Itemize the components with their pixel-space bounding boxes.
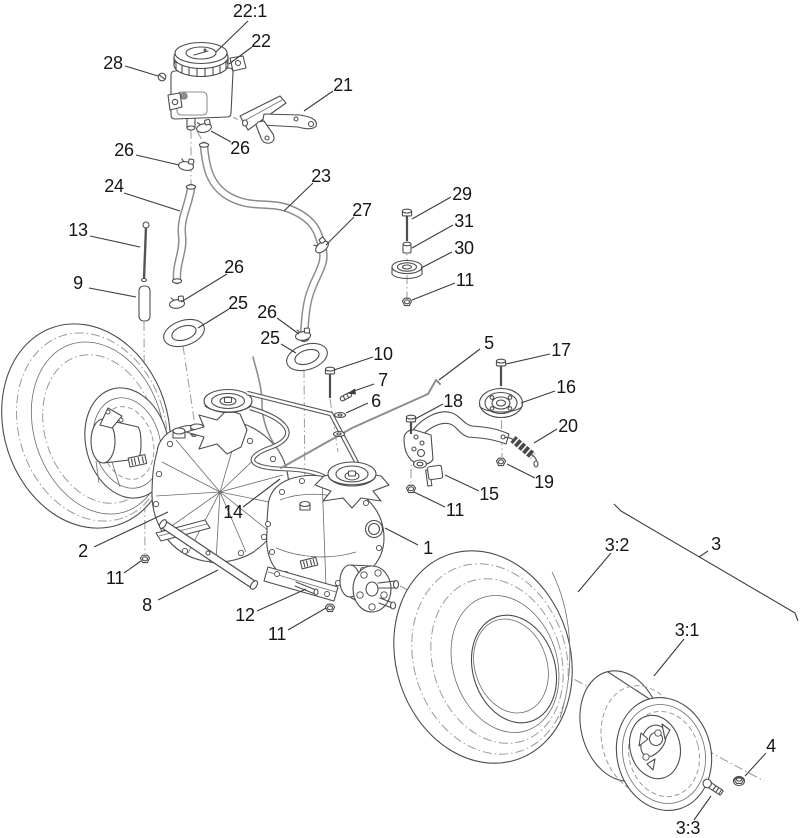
callout-21: 21 [333,75,353,95]
callout-23: 23 [311,166,331,186]
screw-28 [157,72,167,82]
callout-19: 19 [534,472,554,492]
reservoir-tank [167,55,247,131]
callout-11-c: 11 [445,500,465,520]
callout-1: 1 [423,538,433,558]
leader-lines [88,20,767,821]
grommet-25-a [159,314,209,352]
valve-stem [702,778,724,796]
callout-3-1: 3:1 [674,620,700,640]
callout-11-b: 11 [267,624,287,644]
left-wheel [1,323,171,529]
nut-11-d [401,297,413,307]
callout-10: 10 [373,344,393,364]
bracket-21 [239,95,317,144]
callout-3-3: 3:3 [675,818,701,838]
idler-arm-15 [403,411,510,487]
callout-25-a: 25 [228,293,248,313]
pulley-stack-30 [391,208,423,280]
callout-30: 30 [454,238,474,258]
hose-24 [171,183,197,285]
washers-6 [332,411,347,438]
clamp-26-c [168,295,186,310]
callout-14: 14 [223,502,243,522]
callout-4: 4 [766,736,776,756]
group-bracket-3 [613,503,799,622]
callout-20: 20 [558,416,578,436]
bracket-12 [263,566,339,602]
callout-26-b: 26 [114,140,134,160]
callout-17: 17 [551,340,571,360]
nut-19 [495,457,507,467]
lug-nut-4 [732,775,746,787]
callout-2: 2 [78,541,88,561]
spring-20 [504,435,539,468]
callout-8: 8 [142,595,152,615]
callout-9: 9 [73,273,83,293]
rod-13 [140,221,150,283]
callout-11-a: 11 [105,568,125,588]
callout-15: 15 [479,484,499,504]
callout-27: 27 [352,200,372,220]
callout-3: 3 [711,534,721,554]
grommet-25-b [282,338,332,376]
nut-11-b [324,603,336,613]
callout-26-a: 26 [230,138,250,158]
spacer-9 [138,285,151,322]
bolt-18 [405,414,417,423]
callout-7: 7 [378,370,388,390]
clamp-27 [310,235,332,256]
callout-28: 28 [103,53,123,73]
idler-arm-assembly [403,358,539,487]
callout-11-d: 11 [455,270,475,290]
leader-arrowhead-7 [347,388,356,395]
callout-24: 24 [104,176,124,196]
callout-22-1: 22:1 [232,1,268,21]
callout-26-d: 26 [257,302,277,322]
idler-pulley-16 [478,387,524,419]
callout-31: 31 [454,211,474,231]
nut-11-a [139,554,151,564]
bolt-10 [324,366,336,398]
right-transmission [264,461,400,613]
nut-11-c [405,484,417,494]
callout-16: 16 [556,377,576,397]
bolt-17 [495,358,507,367]
callout-18: 18 [443,391,463,411]
callout-25-b: 25 [260,328,280,348]
callout-12: 12 [235,605,255,625]
callout-3-2: 3:2 [604,535,630,555]
clamp-26-a [194,118,213,135]
rod-8 [158,519,259,590]
callout-22: 22 [251,31,271,51]
callout-5: 5 [484,333,494,353]
callout-13: 13 [68,220,88,240]
callout-26-c: 26 [224,257,244,277]
drive-belt [246,390,360,487]
clamp-26-b [177,157,196,172]
callout-29: 29 [452,184,472,204]
reservoir-cap [173,41,229,78]
callout-6: 6 [371,391,381,411]
wheel-rim [579,670,713,812]
right-tire [393,550,573,764]
control-rod-5 [280,379,441,469]
